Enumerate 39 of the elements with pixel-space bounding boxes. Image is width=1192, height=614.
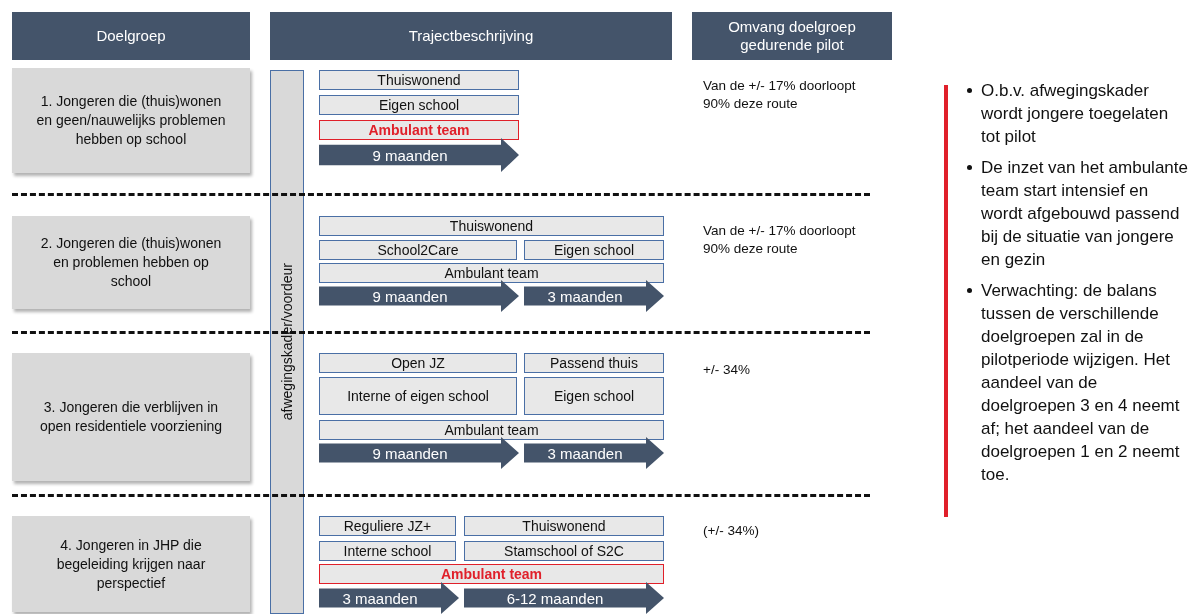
route-box: Ambulant team (319, 263, 664, 283)
route-box: Thuiswonend (319, 70, 519, 90)
route-box: Ambulant team (319, 420, 664, 440)
duration-block: 3 maanden (524, 280, 664, 312)
route-box: Passend thuis (524, 353, 664, 373)
note-text: Van de +/- 17% doorloopt 90% deze route (703, 77, 857, 113)
duration-block: 6-12 maanden (464, 582, 664, 614)
team-box: Ambulant team (319, 120, 519, 140)
column-header: Doelgroep (12, 12, 250, 60)
vertical-bar: afwegingskader/voordeur (270, 70, 304, 614)
target-group-box: 3. Jongeren die verblijven in open residentiele voorziening (12, 353, 250, 481)
team-box: Ambulant team (319, 564, 664, 584)
target-group-box: 1. Jongeren die (thuis)wonen en geen/nauwelijks problemen hebben op school (12, 68, 250, 173)
route-box: Eigen school (319, 95, 519, 115)
route-box: Eigen school (524, 240, 664, 260)
bullet-text: De inzet van het ambulante team start intensief en wordt afgebouwd passend bij de situatie van jongere en gezin (981, 157, 1189, 271)
duration-block: 9 maanden (319, 138, 519, 172)
bullet-text: O.b.v. afwegingskader wordt jongere toegelaten tot pilot (981, 80, 1170, 148)
note-text: (+/- 34%) (703, 522, 760, 540)
duration-block: 3 maanden (319, 582, 459, 614)
route-box: Interne of eigen school (319, 377, 517, 415)
route-box: School2Care (319, 240, 517, 260)
column-header: Trajectbeschrijving (270, 12, 672, 60)
route-box: Thuiswonend (319, 216, 664, 236)
target-group-box: 4. Jongeren in JHP die begeleiding krijgen naar perspectief (12, 516, 250, 612)
route-box: Thuiswonend (464, 516, 664, 536)
column-header: Omvang doelgroep gedurende pilot (692, 12, 892, 60)
duration-block: 3 maanden (524, 437, 664, 469)
note-text: +/- 34% (703, 361, 751, 379)
target-group-box: 2. Jongeren die (thuis)wonen en problemen hebben op school (12, 216, 250, 309)
route-box: Stamschool of S2C (464, 541, 664, 561)
route-box: Interne school (319, 541, 456, 561)
route-box: Reguliere JZ+ (319, 516, 456, 536)
route-box: Eigen school (524, 377, 664, 415)
note-text: Van de +/- 17% doorloopt 90% deze route (703, 222, 857, 258)
duration-block: 9 maanden (319, 280, 519, 312)
duration-block: 9 maanden (319, 437, 519, 469)
bullet-text: Verwachting: de balans tussen de verschillende doelgroepen zal in de pilotperiode wijzigen. Het aandeel van de doelgroepen 3 en 4 neemt af; het aandeel van de doelgroepen 1 en 2 neemt toe. (981, 280, 1181, 486)
route-box: Open JZ (319, 353, 517, 373)
